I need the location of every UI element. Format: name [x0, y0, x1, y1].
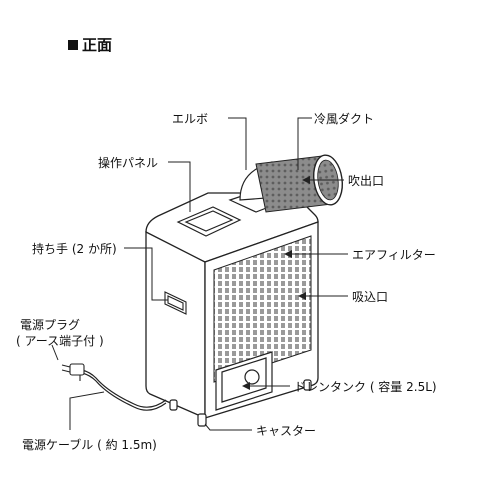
label-power-cable: 電源ケーブル ( 約 1.5m) — [22, 438, 157, 452]
unit-side-face — [145, 230, 206, 419]
label-handle: 持ち手 (2 か所) — [32, 242, 117, 256]
drain-tank — [215, 351, 273, 411]
label-outlet: 吹出口 — [348, 174, 385, 188]
page-title: 正面 — [68, 34, 112, 55]
power-plug — [61, 363, 85, 381]
label-intake: 吸込口 — [352, 290, 389, 304]
label-control-panel: 操作パネル — [98, 156, 159, 170]
label-cold-duct: 冷風ダクト — [314, 112, 375, 126]
label-power-plug-note: ( アース端子付 ) — [16, 334, 104, 348]
label-drain-tank: ドレンタンク ( 容量 2.5L) — [294, 380, 437, 394]
control-panel — [176, 206, 242, 237]
black-square-icon — [68, 39, 78, 50]
cold-air-duct — [255, 154, 343, 213]
front-grille — [213, 235, 312, 383]
leader-lines — [51, 117, 348, 431]
label-caster: キャスター — [256, 424, 317, 438]
label-power-plug: 電源プラグ — [20, 318, 81, 332]
label-air-filter: エアフィルター — [352, 248, 436, 262]
casters — [169, 379, 312, 427]
power-cable — [81, 369, 167, 411]
airflow-arrows — [242, 176, 310, 390]
side-handle — [164, 291, 187, 315]
label-elbow: エルボ — [172, 112, 209, 126]
page-title-text: 正面 — [82, 36, 113, 54]
